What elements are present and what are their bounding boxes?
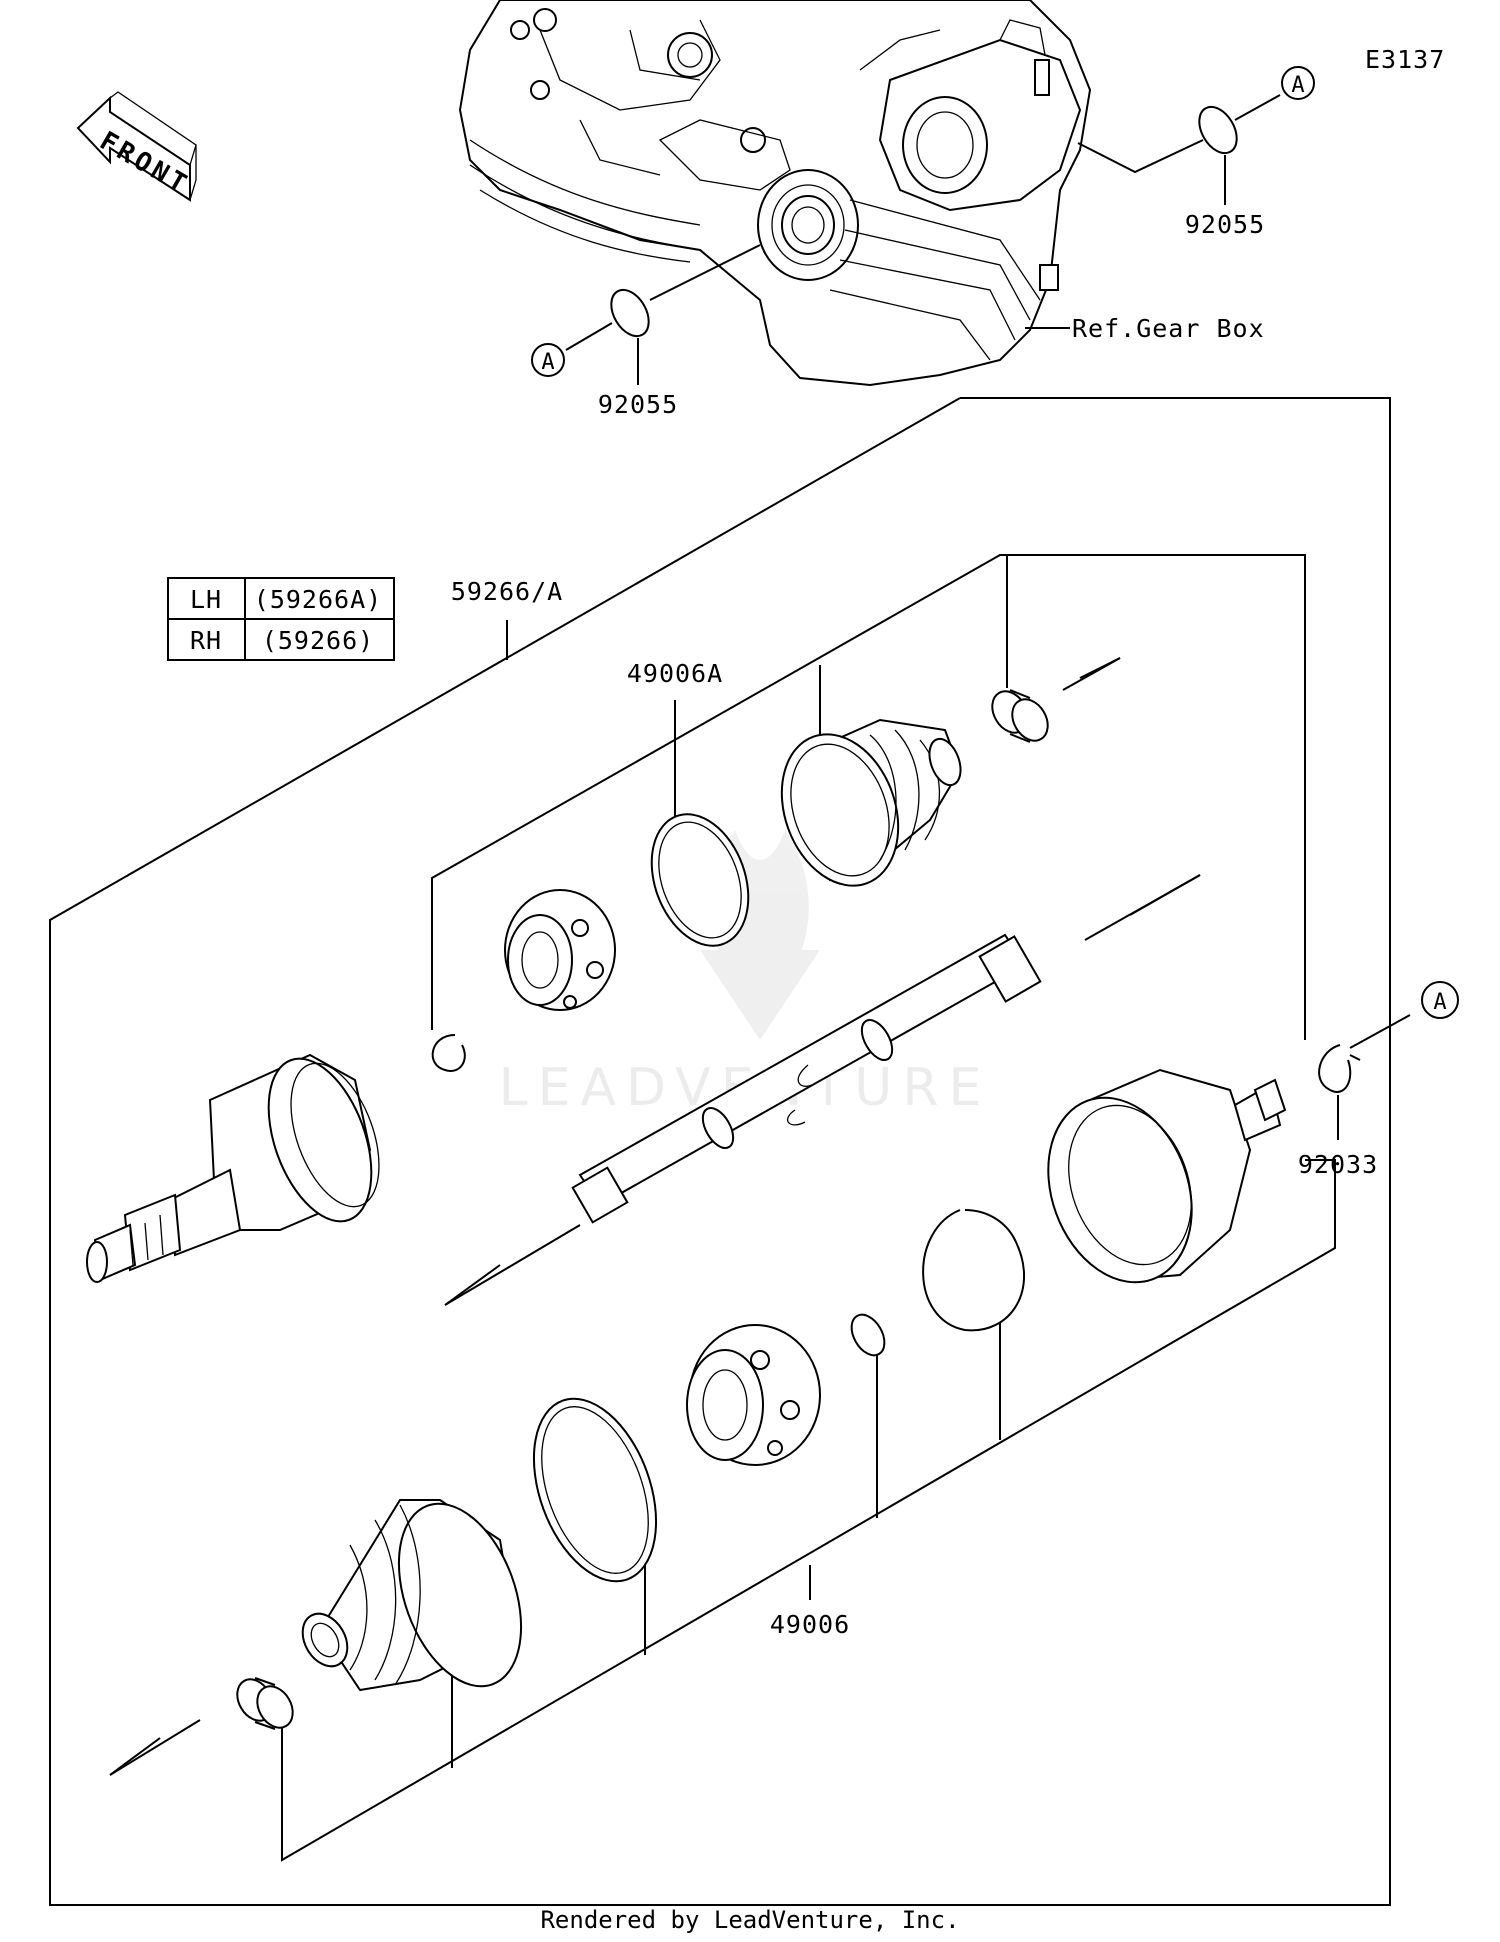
part-number-49006a: 49006A — [627, 659, 723, 688]
circlip-92033: 92033 — [1298, 1044, 1378, 1179]
front-arrow-icon: FRONT — [76, 91, 197, 202]
side-table-lh: LH — [190, 585, 222, 614]
cv-cage-outer — [686, 1324, 821, 1466]
boot-kit-inner-frame — [431, 554, 1306, 1040]
small-oring — [850, 1313, 886, 1357]
footer-credit: Rendered by LeadVenture, Inc. — [540, 1906, 959, 1934]
boot-outer — [301, 1499, 523, 1692]
dust-ring-bottom — [236, 1677, 294, 1730]
part-number-92055-right: 92055 — [1185, 210, 1265, 239]
side-table-lh-part: (59266A) — [254, 585, 382, 614]
gear-box-housing — [458, 0, 1092, 387]
boot-kit-outer-frame — [281, 1159, 1336, 1862]
oring-left: A 92055 — [531, 244, 761, 419]
ref-gear-box-label: Ref.Gear Box — [1072, 314, 1265, 343]
boot-band-outer — [532, 1397, 658, 1583]
side-table: LH (59266A) RH (59266) — [167, 577, 395, 661]
oring-right: A 92055 — [1077, 66, 1315, 239]
ref-marker-a-right — [1421, 981, 1459, 1019]
snap-ring-large — [922, 1209, 1026, 1332]
part-number-59266-a: 59266/A — [451, 577, 563, 606]
part-number-92055-left: 92055 — [598, 390, 678, 419]
shaft-assy-frame — [49, 397, 1391, 1906]
dust-ring-top — [991, 689, 1049, 743]
inner-clip — [431, 1034, 466, 1072]
ref-a-right-leader — [1349, 1014, 1411, 1049]
boot-band-inner — [650, 813, 750, 947]
diagram-code: E3137 — [1365, 45, 1445, 74]
svg-text:A: A — [1291, 73, 1304, 98]
ref-marker-a-top — [1281, 66, 1315, 100]
ref-marker-a-left — [531, 343, 565, 377]
svg-text:A: A — [541, 350, 554, 375]
side-table-rh-part: (59266) — [262, 626, 374, 655]
part-number-49006: 49006 — [770, 1610, 850, 1639]
svg-text:A: A — [1433, 990, 1446, 1015]
cv-cage-inner — [504, 889, 616, 1011]
boot-inner — [780, 718, 962, 887]
cv-housing-inner — [1047, 1068, 1287, 1284]
side-table-rh: RH — [190, 626, 222, 655]
drive-shaft — [444, 874, 1201, 1306]
part-number-92033: 92033 — [1298, 1150, 1378, 1179]
cv-joint-outer — [86, 1053, 380, 1283]
